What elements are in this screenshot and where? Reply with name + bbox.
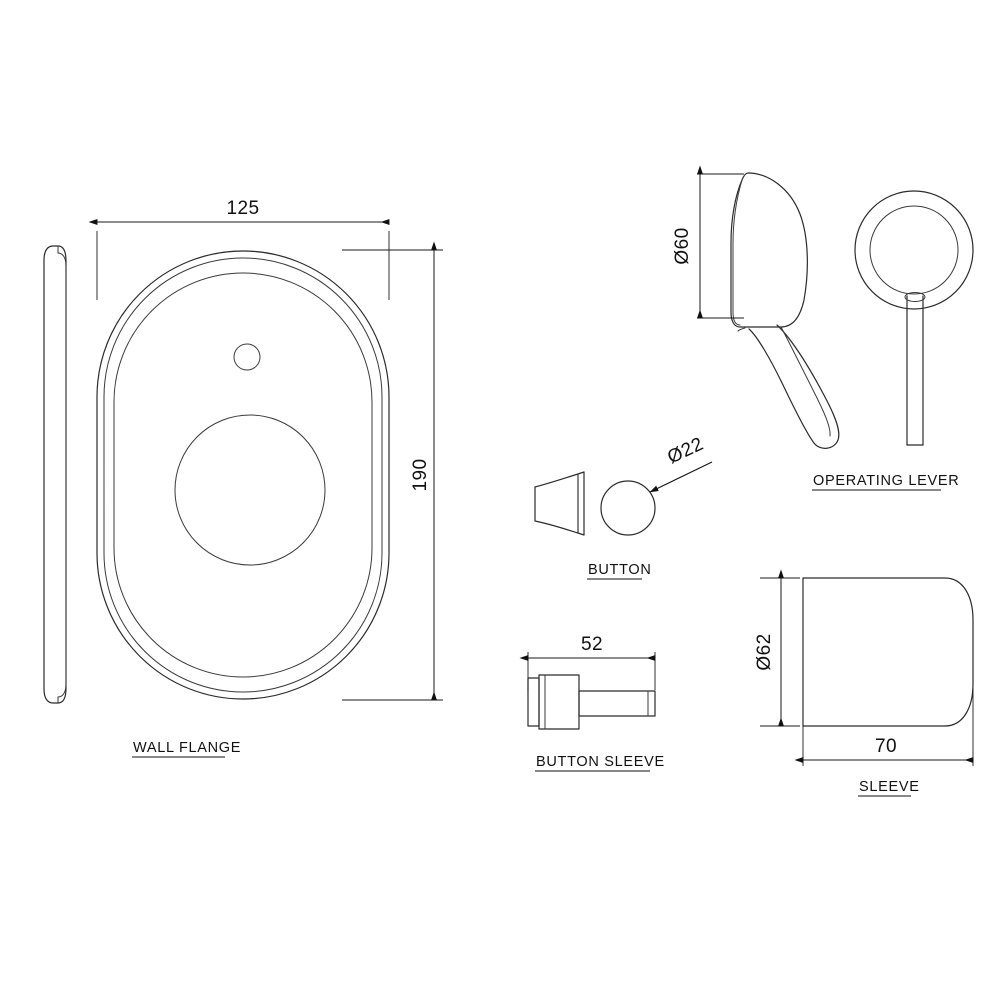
label-wall-flange: WALL FLANGE [132, 740, 241, 758]
wall-flange-side-view [43, 245, 67, 704]
part-label-button-text: BUTTON [588, 562, 652, 578]
part-button-sleeve: 52 BUTTON SLEEVE [519, 634, 665, 772]
label-button: BUTTON [587, 562, 652, 580]
dimension-text-sleeve-length: 70 [875, 736, 897, 757]
dimension-text-button-sleeve-length: 52 [581, 634, 603, 655]
part-button: Ø22 BUTTON [534, 434, 713, 580]
part-label-operating-lever-text: OPERATING LEVER [813, 473, 959, 489]
dimension-sleeve-diameter: Ø62 [754, 569, 800, 727]
dimension-text-flange-width: 125 [227, 198, 260, 219]
operating-lever-front-view [854, 190, 974, 446]
dimension-button-diameter: Ø22 [649, 434, 713, 493]
dimension-flange-height: 190 [342, 241, 443, 701]
dimension-text-sleeve-diameter: Ø62 [754, 633, 775, 670]
button-side-view [534, 471, 585, 536]
dimension-text-lever-diameter: Ø60 [672, 227, 693, 264]
label-operating-lever: OPERATING LEVER [812, 473, 959, 491]
dimension-text-flange-height: 190 [410, 459, 431, 492]
button-sleeve-side-view [527, 674, 656, 730]
label-button-sleeve: BUTTON SLEEVE [535, 754, 665, 772]
button-front-view [600, 480, 656, 536]
dimension-button-sleeve-length: 52 [519, 634, 656, 690]
label-sleeve: SLEEVE [858, 779, 920, 797]
part-label-wall-flange-text: WALL FLANGE [133, 740, 241, 756]
part-operating-lever: Ø60 OPERATING LEVER [672, 165, 974, 491]
dimension-sleeve-length: 70 [794, 688, 974, 766]
sleeve-side-view [802, 577, 974, 727]
part-sleeve: Ø62 70 SLEEVE [754, 569, 974, 797]
wall-flange-front-view [96, 250, 390, 700]
part-label-button-sleeve-text: BUTTON SLEEVE [536, 754, 665, 770]
dimension-text-button-diameter: Ø22 [664, 434, 707, 469]
dimension-flange-width: 125 [88, 198, 390, 300]
part-wall-flange: 125 190 WALL FLANGE [43, 198, 443, 758]
operating-lever-side-view [730, 172, 840, 449]
part-label-sleeve-text: SLEEVE [859, 779, 920, 795]
dimension-lever-diameter: Ø60 [672, 165, 744, 319]
